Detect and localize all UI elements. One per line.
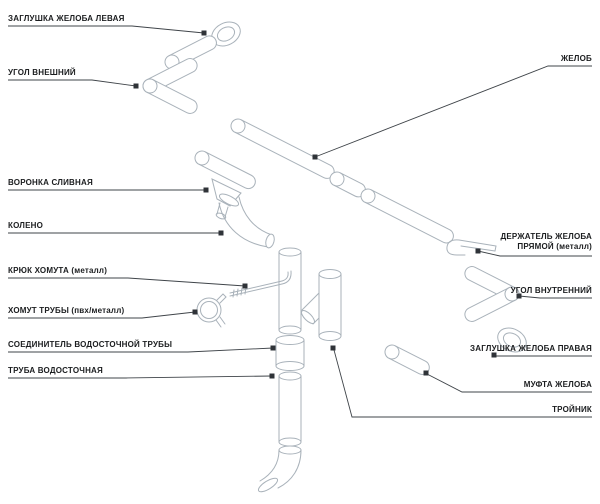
part-gutter-section-shape	[228, 116, 338, 182]
part-downpipe-lower-shape	[278, 371, 302, 447]
part-drain-funnel-shape	[192, 148, 259, 220]
leader-gutter-bracket	[475, 248, 592, 257]
label-gutter-end-cap-right: ЗАГЛУШКА ЖЕЛОБА ПРАВАЯ	[470, 344, 592, 353]
leader-elbow	[8, 230, 224, 236]
leader-pipe-clamp	[8, 309, 198, 319]
leader-gutter-end-cap-right	[491, 352, 592, 358]
part-clamp-hook-shape	[229, 270, 292, 298]
label-gutter-coupling: МУФТА ЖЕЛОБА	[523, 380, 592, 389]
label-downpipe: ТРУБА ВОДОСТОЧНАЯ	[8, 366, 103, 375]
label-tee: ТРОЙНИК	[552, 405, 592, 414]
leader-downpipe	[8, 373, 275, 379]
leader-tee	[330, 345, 592, 418]
part-gutter-end-cap-left-shape	[211, 21, 241, 47]
label-elbow: КОЛЕНО	[8, 221, 44, 230]
label-clamp-hook: КРЮК ХОМУТА (металл)	[8, 266, 108, 275]
label-drain-funnel: ВОРОНКА СЛИВНАЯ	[8, 178, 93, 187]
leader-gutter-end-cap-left	[8, 25, 207, 36]
part-gutter-bracket-shape	[446, 239, 497, 256]
label-pipe-clamp: ХОМУТ ТРУБЫ (пвх/металл)	[8, 306, 125, 315]
part-elbow-shape	[218, 193, 275, 249]
leader-gutter-coupling	[423, 370, 592, 393]
part-gutter-section-2-shape	[358, 186, 457, 246]
part-gutter-end-cap-right-shape	[497, 327, 527, 353]
leader-drain-funnel	[8, 187, 209, 193]
part-tee-shape	[301, 269, 342, 341]
label-gutter-end-cap-left: ЗАГЛУШКА ЖЕЛОБА ЛЕВАЯ	[8, 14, 125, 23]
label-downpipe-connector: СОЕДИНИТЕЛЬ ВОДОСТОЧНОЙ ТРУБЫ	[8, 340, 173, 349]
leader-inner-corner	[516, 293, 592, 299]
leader-clamp-hook	[8, 277, 248, 289]
leader-outer-corner	[8, 79, 139, 89]
label-outer-corner: УГОЛ ВНЕШНИЙ	[8, 68, 76, 77]
part-pipe-clamp-shape	[196, 293, 227, 328]
leader-downpipe-connector	[8, 345, 276, 353]
illustration	[140, 21, 527, 493]
part-downpipe-upper-shape	[278, 247, 302, 335]
leader-lines	[8, 25, 592, 418]
leader-gutter	[312, 65, 592, 160]
label-inner-corner: УГОЛ ВНУТРЕННИЙ	[510, 286, 592, 295]
part-downpipe-connector-shape	[275, 335, 305, 371]
label-gutter: ЖЕЛОБ	[560, 54, 592, 63]
label-gutter-bracket: ДЕРЖАТЕЛЬ ЖЕЛОБА ПРЯМОЙ (металл)	[500, 232, 592, 251]
part-outlet-elbow-shape	[257, 445, 302, 493]
